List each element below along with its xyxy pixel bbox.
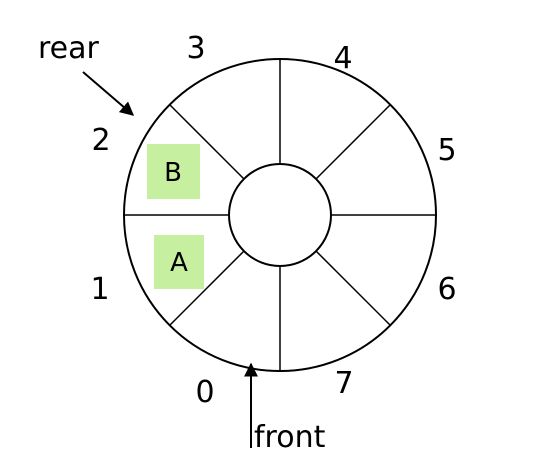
rear-label: rear: [38, 31, 100, 66]
front-label: front: [254, 420, 326, 455]
element-label: B: [164, 158, 182, 188]
slot-label-1: 1: [90, 272, 109, 307]
slot-label-5: 5: [437, 133, 456, 168]
slot-label-4: 4: [333, 41, 352, 76]
slot-index-labels: 0 1 2 3 4 5 6 7: [90, 31, 456, 410]
slot-dividers: [124, 59, 436, 371]
slot-label-2: 2: [91, 123, 110, 158]
element-box: [154, 235, 204, 289]
element-box: [147, 144, 200, 199]
element-label: A: [170, 248, 188, 278]
front-pointer: front: [244, 362, 326, 455]
divider-7-0: [169, 104, 245, 180]
slot-label-3: 3: [186, 31, 205, 66]
divider-3-4: [315, 250, 391, 326]
rear-arrow: [82, 71, 135, 116]
queue-element-a: A: [154, 235, 204, 289]
slot-label-7: 7: [334, 366, 353, 401]
slot-label-6: 6: [437, 272, 456, 307]
divider-5-6: [315, 104, 391, 180]
divider-1-2: [169, 250, 245, 326]
inner-hub: [228, 163, 332, 267]
rear-pointer: rear: [38, 31, 135, 116]
slot-label-0: 0: [195, 375, 214, 410]
queue-element-b: B: [147, 144, 200, 199]
